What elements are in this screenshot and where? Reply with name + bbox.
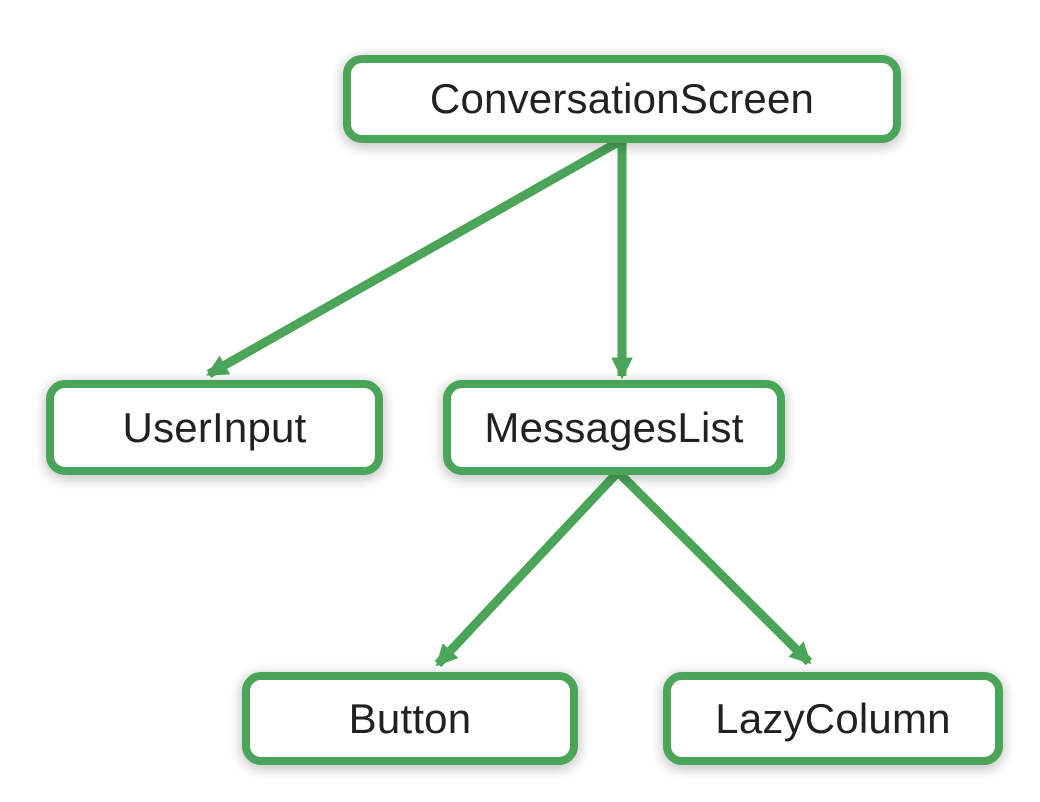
edge-conversationscreen-userinput	[206, 136, 625, 378]
edge-messageslist-button	[434, 468, 622, 668]
edge-messageslist-lazycolumn	[614, 468, 813, 666]
node-messages-list: MessagesList	[443, 380, 785, 475]
node-lazy-column: LazyColumn	[663, 672, 1003, 765]
node-label: LazyColumn	[715, 694, 951, 742]
node-label: UserInput	[122, 403, 307, 451]
node-label: MessagesList	[484, 403, 744, 451]
node-user-input: UserInput	[46, 380, 383, 475]
node-label: Button	[348, 694, 472, 742]
node-button: Button	[242, 672, 578, 765]
node-label: ConversationScreen	[429, 75, 815, 122]
node-conversation-screen: ConversationScreen	[343, 55, 901, 143]
